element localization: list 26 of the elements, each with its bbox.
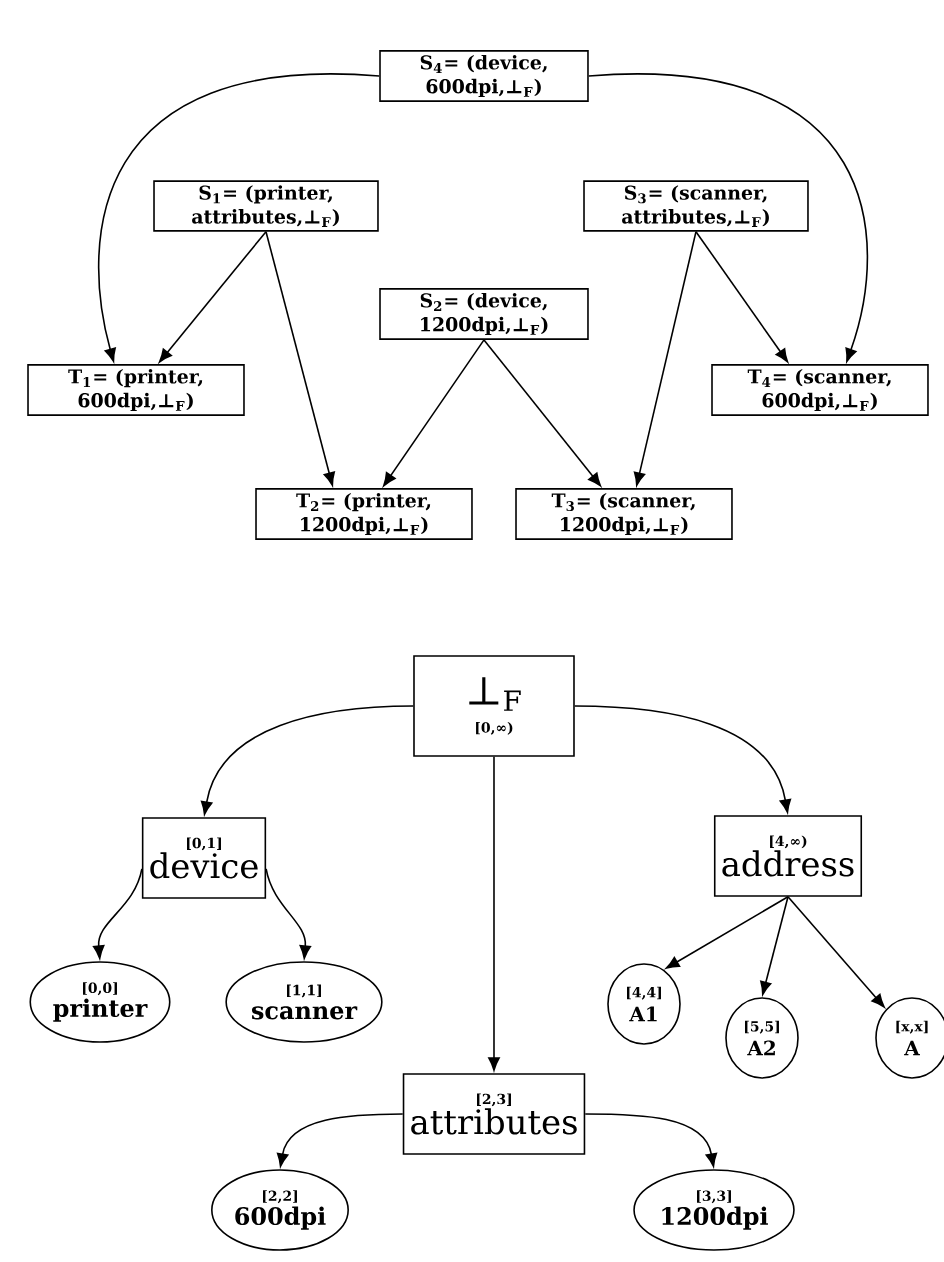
arrow bbox=[92, 868, 143, 959]
state-box: S$_{4}$= (device, 600dpi,⊥$_{F}$) bbox=[379, 50, 589, 102]
arrow bbox=[265, 230, 335, 486]
state-box: S$_{3}$= (scanner, attributes,⊥$_{F}$) bbox=[583, 180, 809, 232]
arrow bbox=[787, 896, 885, 1008]
arrow bbox=[587, 73, 869, 363]
arrow bbox=[633, 230, 697, 486]
arrow bbox=[383, 339, 485, 487]
arrow bbox=[584, 1113, 718, 1167]
state-box: S$_{1}$= (printer, attributes,⊥$_{F}$) bbox=[153, 180, 379, 232]
state-box: T$_{1}$= (printer, 600dpi,⊥$_{F}$) bbox=[27, 364, 245, 416]
arrow bbox=[483, 339, 602, 487]
arrow bbox=[665, 896, 789, 969]
arrow bbox=[760, 896, 789, 996]
arrow bbox=[265, 868, 312, 959]
arrow bbox=[574, 705, 792, 813]
arrow bbox=[695, 230, 789, 363]
state-box: T$_{3}$= (scanner, 1200dpi,⊥$_{F}$) bbox=[515, 488, 733, 540]
arrow bbox=[488, 756, 500, 1071]
arrow bbox=[158, 230, 267, 363]
state-box: T$_{2}$= (printer, 1200dpi,⊥$_{F}$) bbox=[255, 488, 473, 540]
arrow bbox=[98, 73, 380, 362]
arrow bbox=[276, 1113, 404, 1167]
state-box: T$_{4}$= (scanner, 600dpi,⊥$_{F}$) bbox=[711, 364, 929, 416]
arrow bbox=[200, 705, 414, 815]
state-box: S$_{2}$= (device, 1200dpi,⊥$_{F}$) bbox=[379, 288, 589, 340]
